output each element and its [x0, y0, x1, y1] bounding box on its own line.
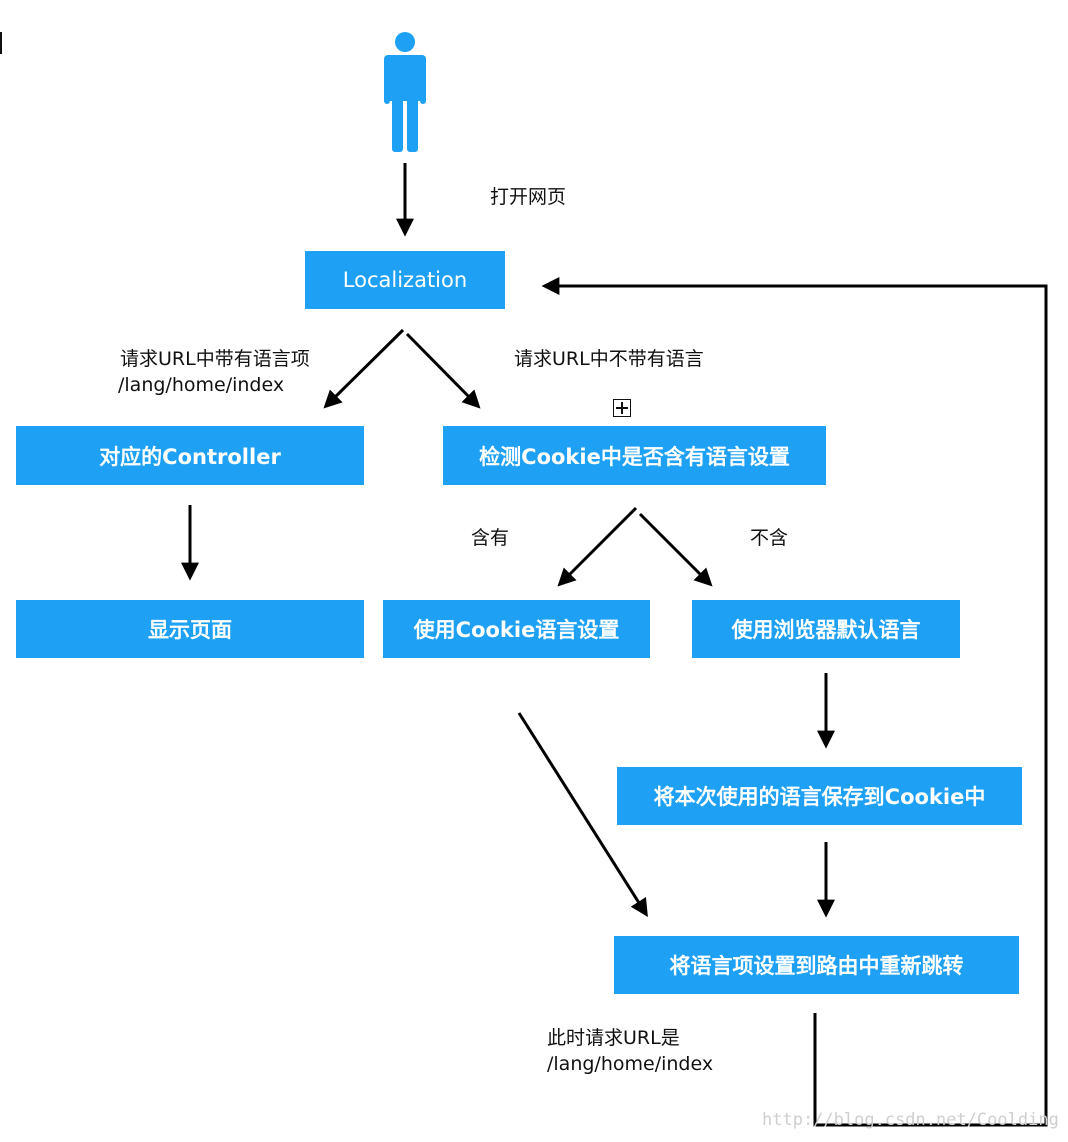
node-use-browser: 使用浏览器默认语言 — [692, 600, 960, 658]
label-contains: 含有 — [471, 527, 510, 549]
watermark: http://blog.csdn.net/Coolding — [762, 1110, 1059, 1130]
arrow-to-controller — [323, 328, 405, 409]
person-icon — [384, 32, 426, 152]
edge-mark — [0, 32, 2, 54]
label-url-no-lang: 请求URL中不带有语言 — [514, 348, 704, 370]
label-open-page: 打开网页 — [490, 186, 567, 208]
arrow-cookie-to-redirect — [517, 712, 648, 918]
node-localization: Localization — [305, 251, 505, 309]
node-controller: 对应的Controller — [16, 426, 364, 485]
node-redirect: 将语言项设置到路由中重新跳转 — [614, 936, 1019, 994]
label-url-has-lang-path: /lang/home/index — [118, 374, 285, 396]
loop-back-line — [560, 284, 1048, 1127]
label-now-url: 此时请求URL是 — [547, 1027, 680, 1049]
arrow-to-use-cookie — [557, 506, 638, 587]
arrow-to-use-browser — [638, 512, 713, 587]
node-save-cookie: 将本次使用的语言保存到Cookie中 — [617, 767, 1022, 825]
plus-box-icon — [613, 399, 631, 417]
node-use-cookie: 使用Cookie语言设置 — [383, 600, 650, 658]
label-url-has-lang: 请求URL中带有语言项 — [120, 348, 310, 370]
label-now-url-path: /lang/home/index — [547, 1053, 714, 1075]
node-show-page: 显示页面 — [16, 600, 364, 658]
node-check-cookie: 检测Cookie中是否含有语言设置 — [443, 426, 826, 485]
arrow-to-check — [405, 332, 481, 409]
label-not-contains: 不含 — [750, 527, 789, 549]
